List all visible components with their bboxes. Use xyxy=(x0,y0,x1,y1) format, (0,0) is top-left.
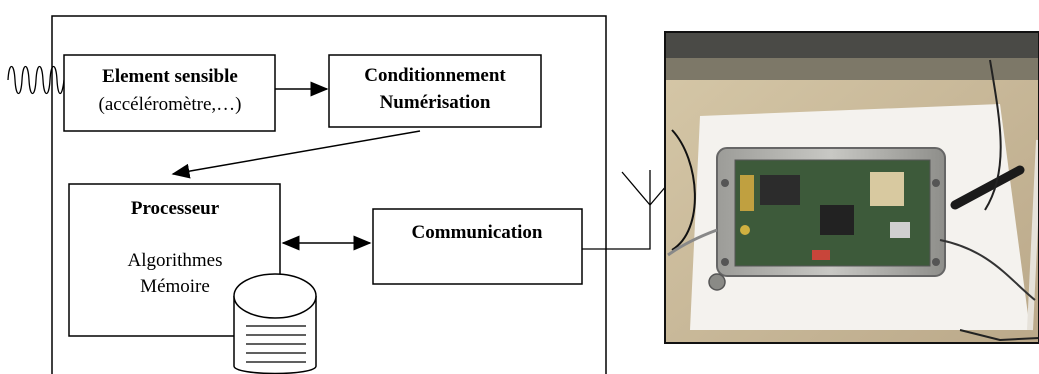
sensor-node-photo xyxy=(664,31,1039,344)
processor-title: Processeur xyxy=(131,198,220,219)
sensor-subtitle: (accéléromètre,…) xyxy=(99,94,242,115)
antenna-link-line xyxy=(582,205,651,250)
conditioning-line1: Conditionnement xyxy=(364,65,506,86)
communication-box: Communication xyxy=(372,208,583,285)
communication-title: Communication xyxy=(412,222,543,243)
conditioning-box: Conditionnement Numérisation xyxy=(328,54,542,128)
processor-line2: Mémoire xyxy=(140,276,210,297)
node-frame xyxy=(51,15,607,374)
sensor-box: Element sensible (accéléromètre,…) xyxy=(63,54,276,132)
input-signal-wave xyxy=(7,65,65,95)
memory-cylinder-icon xyxy=(233,273,317,374)
sensor-title: Element sensible xyxy=(102,66,238,87)
conditioning-line2: Numérisation xyxy=(380,92,491,113)
processor-line1: Algorithmes xyxy=(128,250,223,271)
arrow-conditioning-to-processor xyxy=(171,130,421,179)
